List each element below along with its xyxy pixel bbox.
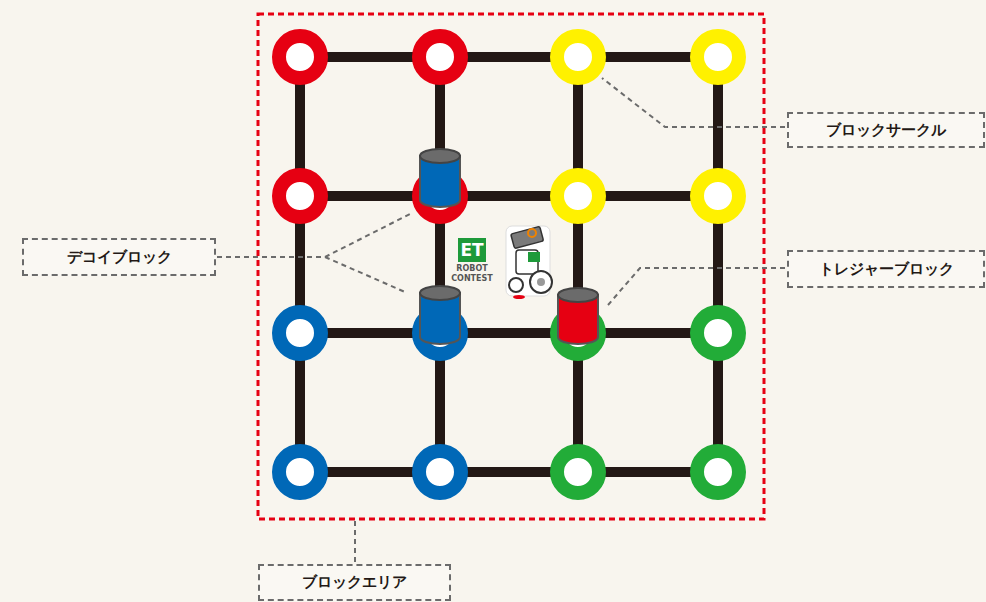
grid-line bbox=[300, 191, 718, 201]
grid-line bbox=[435, 57, 445, 472]
block-circle bbox=[279, 175, 321, 217]
decoy-block bbox=[420, 149, 460, 207]
block-circle bbox=[697, 175, 739, 217]
treasure-block bbox=[558, 288, 598, 344]
robot-eye bbox=[528, 229, 536, 237]
logo-text: ROBOT CONTEST bbox=[451, 264, 493, 283]
leader-line bbox=[602, 78, 785, 127]
grid-line bbox=[295, 57, 305, 472]
callout-box: トレジャーブロック bbox=[787, 250, 985, 288]
callout-label: トレジャーブロック bbox=[819, 260, 954, 279]
leader-line bbox=[217, 256, 325, 258]
block-circle bbox=[419, 36, 461, 78]
callout-box: ブロックサークル bbox=[787, 112, 985, 148]
robot-illustration bbox=[506, 226, 552, 299]
block-circle bbox=[557, 36, 599, 78]
block-circle bbox=[557, 175, 599, 217]
robot-wheel bbox=[509, 278, 523, 292]
robot-marker bbox=[513, 295, 525, 299]
logo-mark: ET bbox=[460, 240, 483, 260]
leader-lines bbox=[217, 78, 785, 563]
callout-label: デコイブロック bbox=[67, 248, 172, 267]
callout-label: ブロックエリア bbox=[302, 573, 407, 592]
callout-box: ブロックエリア bbox=[258, 564, 451, 601]
block-top bbox=[420, 286, 460, 300]
logo-text: ROBOT CONTEST bbox=[450, 264, 494, 288]
block-circle bbox=[279, 451, 321, 493]
block-circle bbox=[697, 312, 739, 354]
logo-square bbox=[458, 238, 486, 262]
grid-line bbox=[300, 52, 718, 62]
robot-head bbox=[511, 226, 544, 248]
leader-line bbox=[354, 521, 356, 563]
block-circle bbox=[279, 312, 321, 354]
robot-hub bbox=[537, 278, 545, 286]
leader-line bbox=[325, 257, 405, 292]
robot-panel bbox=[528, 252, 540, 262]
grid-line bbox=[573, 57, 583, 472]
block-top bbox=[558, 288, 598, 302]
block-circle bbox=[697, 36, 739, 78]
area-boundary bbox=[258, 14, 764, 519]
logo-mark: ET bbox=[458, 238, 486, 262]
decoy-block bbox=[420, 286, 460, 344]
robot-wheel bbox=[530, 271, 552, 293]
leader-line bbox=[608, 268, 785, 305]
block-circles bbox=[279, 36, 739, 493]
block-circle bbox=[419, 451, 461, 493]
grid-line bbox=[713, 57, 723, 472]
block-circle bbox=[557, 451, 599, 493]
leader-line bbox=[325, 214, 410, 257]
block-circle bbox=[697, 451, 739, 493]
grid-line bbox=[300, 328, 718, 338]
grid-lines bbox=[300, 57, 718, 472]
callout-label: ブロックサークル bbox=[826, 121, 946, 140]
block-circle bbox=[279, 36, 321, 78]
block-top bbox=[420, 149, 460, 163]
grid-line bbox=[300, 467, 718, 477]
callout-box: デコイブロック bbox=[22, 238, 216, 276]
